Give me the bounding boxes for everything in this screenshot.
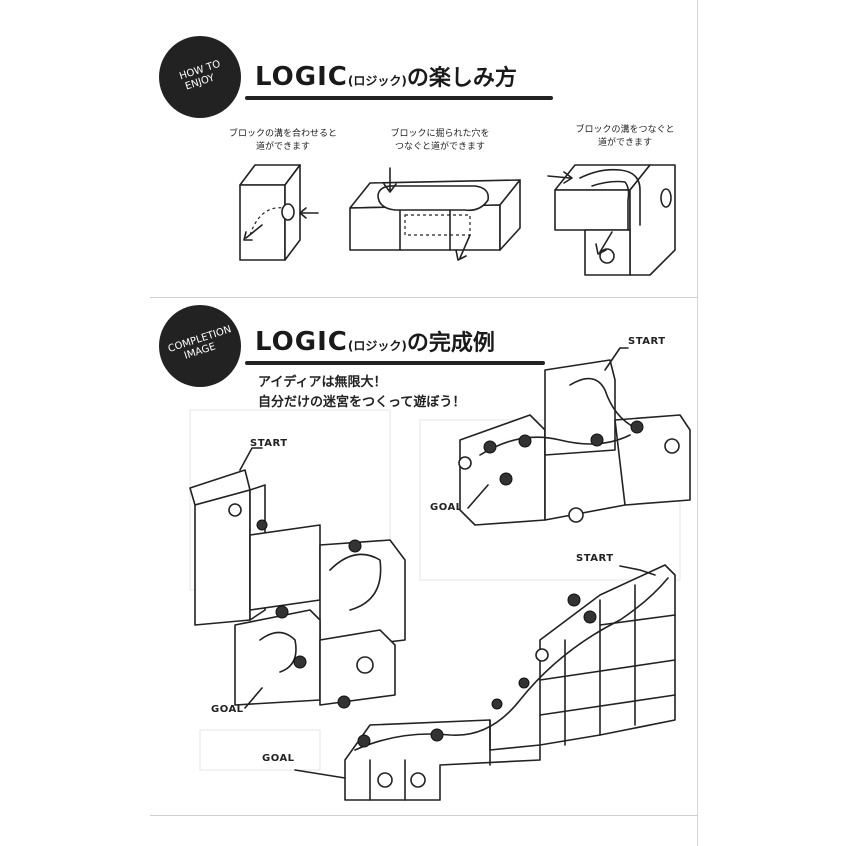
title-reading: (ロジック) [347,339,407,353]
section-divider-bottom [150,815,698,816]
completion-image-badge: COMPLETION IMAGE [159,305,241,387]
diagram-hole-channel [349,167,521,261]
completion-title-underline [245,361,545,365]
diagram-connected-grooves [547,164,676,276]
how-to-enjoy-badge: HOW TO ENJOY [159,36,241,118]
maze-top-right-structure [458,347,691,526]
maze-staircase-structure [294,564,676,801]
caption-line-2: 道ができます [597,138,652,148]
caption-line-1: ブロックの溝を合わせると [228,129,337,139]
caption-line-1: ブロックに掘られた穴を [390,129,490,139]
tagline-line-1: アイディアは無限大！ [258,375,387,390]
title-japanese: の楽しみ方 [406,66,517,91]
completion-title: LOGIC(ロジック)の完成例 [255,325,495,357]
caption-connect: ブロックの溝をつなぐと 道ができます [555,124,695,150]
maze-left-structure [189,447,406,709]
section-divider-top [150,297,698,298]
title-reading: (ロジック) [347,74,407,88]
enjoy-title-underline [245,96,553,100]
start-label-bottom-right: START [576,553,614,564]
caption-line-2: つなぐと道ができます [394,142,485,152]
goal-label-top-right: GOAL [430,502,463,513]
caption-groove: ブロックの溝を合わせると 道ができます [208,128,358,154]
diagram-groove-block [239,164,319,261]
caption-line-1: ブロックの溝をつなぐと [575,125,675,135]
tagline-line-2: 自分だけの迷宮をつくって遊ぼう！ [258,395,466,410]
goal-label-bottom: GOAL [262,753,295,764]
enjoy-title: LOGIC(ロジック)の楽しみ方 [255,60,517,92]
goal-label-left: GOAL [211,704,244,715]
caption-hole: ブロックに掘られた穴を つなぐと道ができます [370,128,510,154]
title-latin: LOGIC [255,62,348,92]
title-latin: LOGIC [255,327,348,357]
tagline: アイディアは無限大！ 自分だけの迷宮をつくって遊ぼう！ [258,373,465,413]
title-japanese: の完成例 [406,331,495,356]
start-label-left: START [250,438,288,449]
caption-line-2: 道ができます [255,142,310,152]
start-label-top-right: START [628,336,666,347]
page-edge-divider [697,0,698,846]
